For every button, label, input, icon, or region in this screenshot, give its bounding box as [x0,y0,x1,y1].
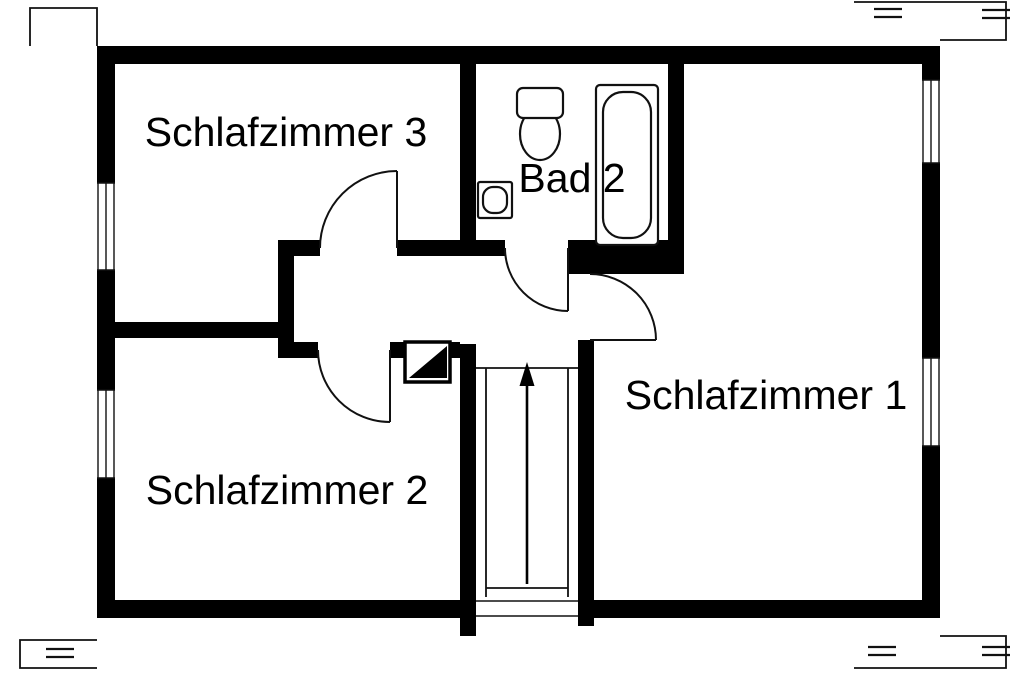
wall-bad-east [668,46,684,258]
door-schlafzimmer-1 [589,273,657,341]
window-right-upper [920,79,944,164]
wall-bottom-east [594,600,940,618]
sink-icon [476,180,514,220]
window-left-lower [95,389,119,479]
room-label-schlafzimmer-2: Schlafzimmer 2 [146,467,429,513]
wall-sz3-south-west [294,240,320,256]
hatch-marks-top-right [874,7,1010,20]
wall-hall-jog [278,240,294,358]
wall-bad-west-upper [460,46,476,250]
stairwell [476,362,578,617]
exterior-outlines [19,1,1010,669]
toilet-icon [515,86,565,162]
doors [317,170,657,423]
hatch-marks-bottom-right [868,645,1010,657]
wall-right [922,46,940,618]
door-schlafzimmer-2 [317,349,391,423]
window-left-upper [95,182,119,271]
wall-stair-west-lower [460,344,476,636]
shaft-icon [403,340,452,384]
room-label-schlafzimmer-1: Schlafzimmer 1 [625,372,908,418]
window-right-lower [920,357,944,447]
room-label-bad-2: Bad 2 [518,155,625,201]
bathtub-icon [594,83,660,247]
wall-sz2-north-west [294,342,318,358]
neighbor-outline-top-left [29,7,98,46]
door-bad-2 [504,247,569,312]
wall-bottom-west [97,600,476,618]
wall-bad-south-west [460,240,505,256]
walls [97,46,940,636]
room-labels: Schlafzimmer 3 Bad 2 Schlafzimmer 1 Schl… [145,109,908,513]
wall-sz3-south-east [397,240,460,256]
wall-top [97,46,940,64]
neighbor-outline-bottom-right [854,635,1007,669]
room-label-schlafzimmer-3: Schlafzimmer 3 [145,109,428,155]
neighbor-outline-bottom-left [19,639,97,669]
wall-sz1-west [578,340,594,626]
bath-fixtures [476,83,660,247]
door-schlafzimmer-3 [319,170,398,249]
windows [95,79,944,479]
neighbor-outline-top-right [854,1,1007,41]
hatch-marks-bottom-left [46,647,74,659]
wall-sz3-sz2-divider [97,322,278,338]
stairs-up-arrow-icon [519,362,535,584]
